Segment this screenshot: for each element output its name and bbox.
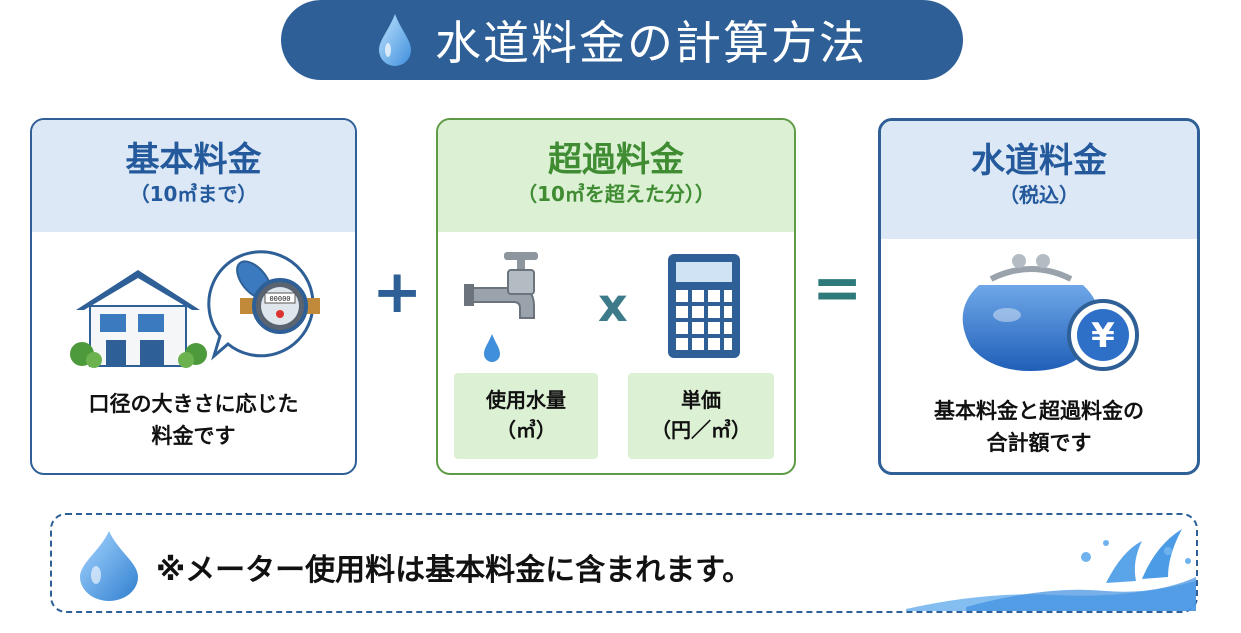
meter-reading: 00000 (269, 295, 290, 303)
price-label: 単価 (681, 388, 721, 412)
plus-operator: + (372, 257, 423, 327)
usage-volume-box: 使用水量 （㎥） (454, 373, 598, 459)
basic-fee-description: 口径の大きさに応じた 料金です (32, 388, 355, 452)
total-fee-card: 水道料金 （税込） ¥ 基本料金と超過料金の 合計額です (878, 118, 1200, 475)
basic-fee-card: 基本料金 （10㎥まで） 00000 口径の大きさに応じ (30, 118, 357, 475)
basic-desc-line2: 料金です (151, 424, 236, 448)
note-box: ※メーター使用料は基本料金に含まれます。 (50, 513, 1198, 613)
total-desc-line1: 基本料金と超過料金の (934, 399, 1144, 423)
total-fee-title: 水道料金 (971, 141, 1107, 181)
total-fee-header: 水道料金 （税込） (881, 121, 1197, 239)
usage-label: 使用水量 (486, 388, 566, 412)
total-fee-subtitle: （税込） (999, 183, 1079, 207)
total-desc-line2: 合計額です (986, 431, 1092, 455)
water-meter-icon: 00000 (207, 250, 320, 361)
excess-fee-subtitle: （10㎥を超えた分）） (517, 182, 715, 206)
equals-operator: = (812, 253, 863, 323)
excess-fee-card: 超過料金 （10㎥を超えた分）） x 使用水量 （㎥） 単価 （円／㎥） (436, 118, 796, 475)
faucet-icon (464, 252, 538, 362)
basic-fee-header: 基本料金 （10㎥まで） (32, 120, 355, 232)
unit-price-box: 単価 （円／㎥） (628, 373, 774, 459)
times-operator: x (598, 278, 628, 332)
total-fee-description: 基本料金と超過料金の 合計額です (881, 395, 1197, 459)
water-drop-icon (379, 14, 411, 66)
usage-unit: （㎥） (496, 418, 556, 442)
price-unit: （円／㎥） (651, 418, 751, 442)
yen-symbol: ¥ (1091, 316, 1115, 356)
note-text: ※メーター使用料は基本料金に含まれます。 (156, 553, 753, 588)
basic-fee-title: 基本料金 (125, 140, 262, 180)
coin-purse-icon: ¥ (962, 254, 1139, 371)
basic-desc-line1: 口径の大きさに応じた (88, 392, 299, 416)
house-meter-illustration: 00000 (70, 250, 320, 368)
excess-fee-header: 超過料金 （10㎥を超えた分）） (438, 120, 794, 232)
calculator-icon (668, 254, 740, 358)
title-banner: 水道料金の計算方法 (281, 0, 963, 80)
excess-fee-title: 超過料金 (548, 140, 684, 180)
water-drop-icon (80, 531, 138, 601)
water-splash-icon (906, 529, 1196, 611)
page-title: 水道料金の計算方法 (435, 16, 867, 70)
house-icon (70, 270, 207, 368)
basic-fee-subtitle: （10㎥まで） (129, 182, 258, 206)
